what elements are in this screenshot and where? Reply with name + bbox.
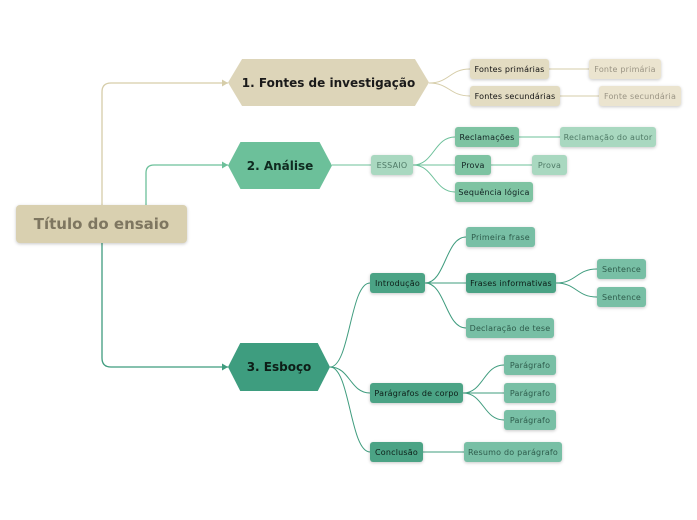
connector-paragrafo-3 <box>462 392 505 421</box>
connector-sequencia <box>412 164 456 193</box>
branch-fontes-label: 1. Fontes de investigação <box>241 75 416 90</box>
topic-paragrafo-1[interactable]: Parágrafo <box>504 355 556 375</box>
topic-conclusao[interactable]: Conclusão <box>370 442 423 462</box>
branch-analise-label: 2. Análise <box>246 158 314 173</box>
connector-paragrafo-1 <box>462 364 505 394</box>
arrow-branch1 <box>222 79 228 87</box>
connector-sentence-1 <box>555 268 598 284</box>
topic-sentence-2[interactable]: Sentence <box>597 287 646 307</box>
topic-reclamacao-do-autor[interactable]: Reclamação do autor <box>560 127 656 147</box>
topic-fontes-secundarias[interactable]: Fontes secundárias <box>470 86 560 106</box>
connector-sentence-2 <box>555 282 598 298</box>
arrow-branch2 <box>222 161 228 169</box>
topic-paragrafos-de-corpo[interactable]: Parágrafos de corpo <box>370 383 463 403</box>
topic-declaracao-de-tese[interactable]: Declaração de tese <box>466 318 554 338</box>
topic-prova-detail[interactable]: Prova <box>532 155 567 175</box>
root-topic-label: Título do ensaio <box>33 215 170 233</box>
connector-fontes-primarias <box>428 68 471 84</box>
topic-frases-informativas[interactable]: Frases informativas <box>466 273 556 293</box>
topic-fonte-secundaria[interactable]: Fonte secundária <box>599 86 681 106</box>
topic-paragrafo-3[interactable]: Parágrafo <box>504 410 556 430</box>
branch-analise[interactable]: 2. Análise <box>228 142 332 189</box>
topic-resumo-do-paragrafo[interactable]: Resumo do parágrafo <box>464 442 562 462</box>
connector-introducao <box>329 282 371 368</box>
connector-root-branch2 <box>145 164 228 205</box>
topic-prova[interactable]: Prova <box>455 155 491 175</box>
connector-fontes-secundarias <box>428 82 471 97</box>
branch-esboco[interactable]: 3. Esboço <box>228 343 330 391</box>
topic-introducao[interactable]: Introdução <box>370 273 425 293</box>
connector-declaracao <box>424 282 467 329</box>
root-topic[interactable]: Título do ensaio <box>16 205 187 243</box>
topic-reclamacoes[interactable]: Reclamações <box>455 127 519 147</box>
topic-primeira-frase[interactable]: Primeira frase <box>466 227 535 247</box>
connector-root-branch3 <box>101 243 228 368</box>
connector-reclamacoes <box>412 136 456 166</box>
topic-sentence-1[interactable]: Sentence <box>597 259 646 279</box>
connector-root-branch1 <box>101 82 228 205</box>
connector-paragrafos <box>329 366 371 394</box>
topic-essaio[interactable]: ESSAIO <box>371 155 413 175</box>
branch-fontes-de-investigacao[interactable]: 1. Fontes de investigação <box>228 59 429 106</box>
connector-primeira-frase <box>424 236 467 284</box>
topic-paragrafo-2[interactable]: Parágrafo <box>504 383 556 403</box>
topic-sequencia-logica[interactable]: Sequência lógica <box>455 182 533 202</box>
topic-fontes-primarias[interactable]: Fontes primárias <box>470 59 549 79</box>
connector-conclusao <box>329 366 371 453</box>
branch-esboco-label: 3. Esboço <box>246 360 312 374</box>
topic-fonte-primaria[interactable]: Fonte primária <box>589 59 661 79</box>
arrow-branch3 <box>222 363 228 371</box>
